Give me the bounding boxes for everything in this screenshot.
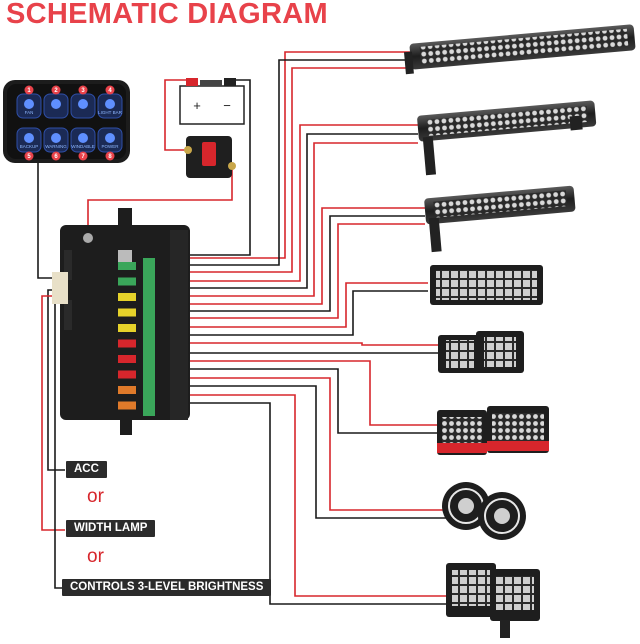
wire-red-round	[190, 377, 446, 511]
battery-plus-label: +	[193, 98, 201, 113]
wire-red-lightbar-3	[190, 207, 425, 305]
wire-panel-cable	[37, 162, 55, 279]
switch-button-5[interactable]: BACKUP 5	[16, 127, 42, 161]
switch-icon	[24, 133, 34, 143]
switch-number-indicator	[51, 151, 61, 161]
fuse	[118, 324, 136, 332]
wire-dark-pods-2	[190, 368, 440, 434]
fuse	[118, 401, 136, 410]
fuse	[118, 293, 136, 301]
wire-dark-battery	[190, 79, 251, 256]
switch-number-indicator	[105, 85, 115, 95]
fuse	[118, 339, 136, 348]
wire-dark-worklight	[190, 290, 428, 336]
wire-control-brightness	[54, 302, 65, 589]
wire-red-lightbar-2	[190, 124, 418, 282]
switch-button-label: FAN	[25, 110, 34, 115]
fuse-relay-box	[52, 208, 190, 435]
wire-red-lightbar-2b	[190, 142, 418, 297]
switch-button-label: WARNING	[45, 144, 67, 149]
acc-tag: ACC	[66, 461, 107, 478]
round-lights	[442, 482, 526, 540]
switch-number: 5	[27, 154, 31, 160]
wire-red-pods-1	[190, 342, 440, 346]
wire-dark-lightbar-1	[190, 59, 410, 266]
or-label-1: or	[87, 486, 104, 507]
switch-number-indicator	[24, 151, 34, 161]
fuse	[118, 386, 136, 394]
wire-control-width	[41, 295, 65, 531]
terminal-strip	[143, 258, 155, 416]
switch-number-indicator	[51, 85, 61, 95]
switch-button-3[interactable]: 3	[70, 85, 96, 119]
wire-red-lightbar-1	[190, 51, 410, 259]
switch-number-indicator	[78, 85, 88, 95]
switch-number: 6	[54, 154, 58, 160]
wire-red-worklight	[190, 282, 428, 328]
switch-button-label: BACKUP	[20, 144, 39, 149]
switch-icon	[105, 99, 115, 109]
wire-red-lightbar-3b	[190, 223, 425, 319]
switch-number-indicator	[24, 85, 34, 95]
wire-dark-pods-3	[190, 402, 448, 605]
switch-button-2[interactable]: 2	[43, 85, 69, 119]
wire-red-battery	[164, 79, 190, 151]
brightness-control-tag: CONTROLS 3-LEVEL BRIGHTNESS	[62, 579, 272, 596]
light-bar-2	[417, 100, 597, 176]
diagram-title: SCHEMATIC DIAGRAM	[6, 0, 328, 30]
switch-button-4[interactable]: LIGHT BAR 4	[97, 85, 123, 119]
wire-dark-lightbar-3	[190, 215, 425, 312]
fuse	[118, 308, 136, 317]
fuse	[118, 355, 136, 363]
pod-lights-offroad	[446, 563, 540, 638]
switch-button-7[interactable]: WINDABLE 7	[70, 127, 96, 161]
switch-icon	[78, 133, 88, 143]
width-lamp-tag: WIDTH LAMP	[66, 520, 156, 537]
battery: + −	[179, 78, 245, 125]
wire-dark-round	[190, 385, 446, 519]
switch-icon	[24, 99, 34, 109]
switch-number-indicator	[105, 151, 115, 161]
switch-icon	[51, 99, 61, 109]
switch-number: 2	[54, 88, 58, 94]
pod-lights-flush	[438, 331, 524, 373]
switch-number: 1	[27, 88, 31, 94]
fuse	[118, 370, 136, 379]
pod-lights-cube	[437, 406, 549, 455]
light-bar-3	[424, 185, 576, 253]
switch-button-6[interactable]: WARNING 6	[43, 127, 69, 161]
fuse	[118, 277, 136, 286]
wire-red-pods-2	[190, 360, 440, 426]
circuit-breaker	[184, 136, 236, 178]
fuse	[118, 262, 136, 270]
switch-icon	[78, 99, 88, 109]
switch-number: 8	[108, 154, 112, 160]
wire-dark-lightbar-2	[190, 133, 418, 289]
or-label-2: or	[87, 546, 104, 567]
switch-icon	[51, 133, 61, 143]
wire-red-breaker	[87, 168, 233, 228]
light-bar-1	[404, 24, 636, 75]
wire-red-pods-3	[190, 394, 448, 597]
switch-icon	[105, 133, 115, 143]
wire-control-acc	[47, 289, 65, 471]
switch-button-label: WINDABLE	[71, 144, 95, 149]
fuse-column	[118, 262, 136, 410]
switch-number: 4	[108, 88, 112, 94]
switch-number-indicator	[78, 151, 88, 161]
switch-number: 7	[81, 154, 85, 160]
wire-red-lightbar-1b	[190, 67, 410, 273]
switch-button-label: POWER	[101, 144, 119, 149]
wiring	[37, 51, 448, 605]
switch-number: 3	[81, 88, 85, 94]
work-light-bar	[430, 265, 543, 305]
switch-button-8[interactable]: POWER 8	[97, 127, 123, 161]
switch-button-1[interactable]: FAN 1	[16, 85, 42, 119]
switch-button-label: LIGHT BAR	[98, 110, 122, 115]
battery-minus-label: −	[223, 98, 231, 113]
